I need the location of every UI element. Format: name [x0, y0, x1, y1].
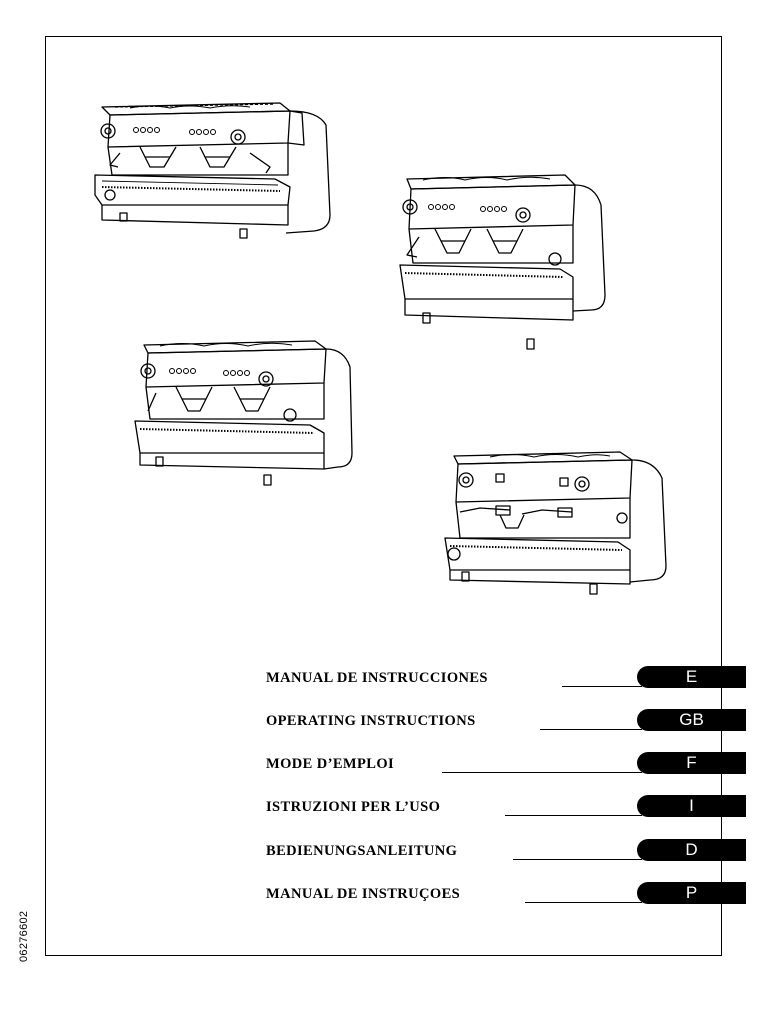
- manual-row-i: ISTRUZIONI PER L’USO I: [0, 795, 768, 825]
- manual-row-d: BEDIENUNGSANLEITUNG D: [0, 839, 768, 869]
- espresso-machine-illustration-4: [444, 451, 667, 595]
- language-tab-gb: GB: [637, 709, 746, 731]
- espresso-machine-illustration-2: [399, 174, 606, 350]
- manual-title: MANUAL DE INSTRUCCIONES: [266, 670, 488, 686]
- manual-title: OPERATING INSTRUCTIONS: [266, 713, 476, 729]
- language-tab-f: F: [637, 752, 746, 774]
- manual-row-p: MANUAL DE INSTRUÇOES P: [0, 882, 768, 912]
- leader-line: [562, 686, 642, 687]
- leader-line: [525, 902, 642, 903]
- manual-title: ISTRUZIONI PER L’USO: [266, 799, 441, 815]
- language-tab-e: E: [637, 666, 746, 688]
- manual-row-f: MODE D’EMPLOI F: [0, 752, 768, 782]
- leader-line: [505, 815, 642, 816]
- language-tab-i: I: [637, 795, 746, 817]
- leader-line: [513, 859, 642, 860]
- document-code: 06276602: [18, 910, 30, 962]
- manual-row-e: MANUAL DE INSTRUCCIONES E: [0, 666, 768, 696]
- espresso-machine-illustration-1: [94, 102, 331, 239]
- manual-title: MODE D’EMPLOI: [266, 756, 395, 772]
- leader-line: [442, 772, 642, 773]
- manual-title: BEDIENUNGSANLEITUNG: [266, 843, 458, 859]
- espresso-machine-illustration-3: [134, 340, 353, 486]
- manual-title: MANUAL DE INSTRUÇOES: [266, 886, 461, 902]
- manual-row-gb: OPERATING INSTRUCTIONS GB: [0, 709, 768, 739]
- language-tab-p: P: [637, 882, 746, 904]
- language-tab-d: D: [637, 839, 746, 861]
- page-frame: [45, 36, 722, 956]
- leader-line: [540, 729, 642, 730]
